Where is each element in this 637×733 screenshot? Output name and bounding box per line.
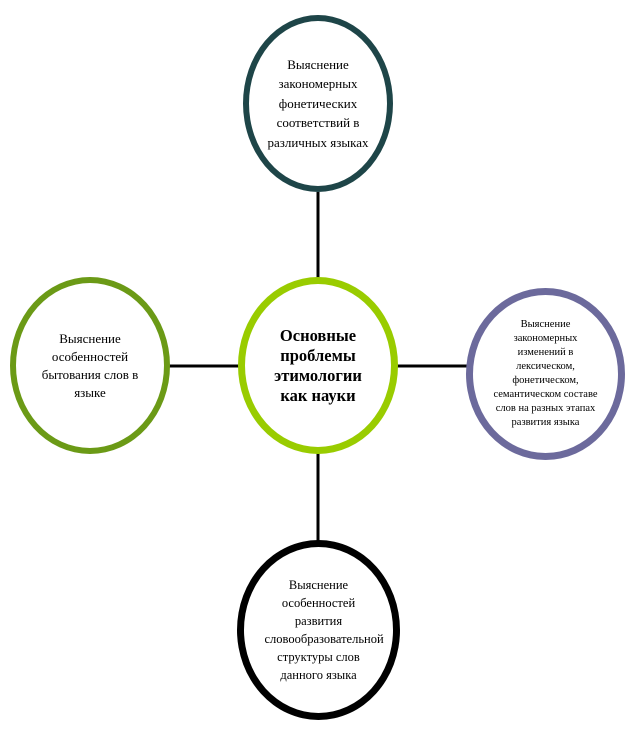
- top-node: Выяснение закономерных фонетических соот…: [243, 15, 393, 192]
- bottom-node: Выяснение особенностей развития словообр…: [237, 540, 400, 720]
- top-node-label: Выяснение закономерных фонетических соот…: [267, 56, 369, 150]
- right-node: Выяснение закономерных изменений в лекси…: [466, 288, 625, 460]
- left-node-label: Выяснение особенностей бытования слов в …: [41, 330, 139, 400]
- right-node-label: Выяснение закономерных изменений в лекси…: [493, 319, 598, 428]
- left-node: Выяснение особенностей бытования слов в …: [10, 277, 170, 454]
- bottom-node-label: Выяснение особенностей развития словообр…: [264, 578, 384, 682]
- center-node-label: Основные проблемы этимологии как науки: [274, 325, 362, 405]
- center-node: Основные проблемы этимологии как науки: [238, 277, 398, 454]
